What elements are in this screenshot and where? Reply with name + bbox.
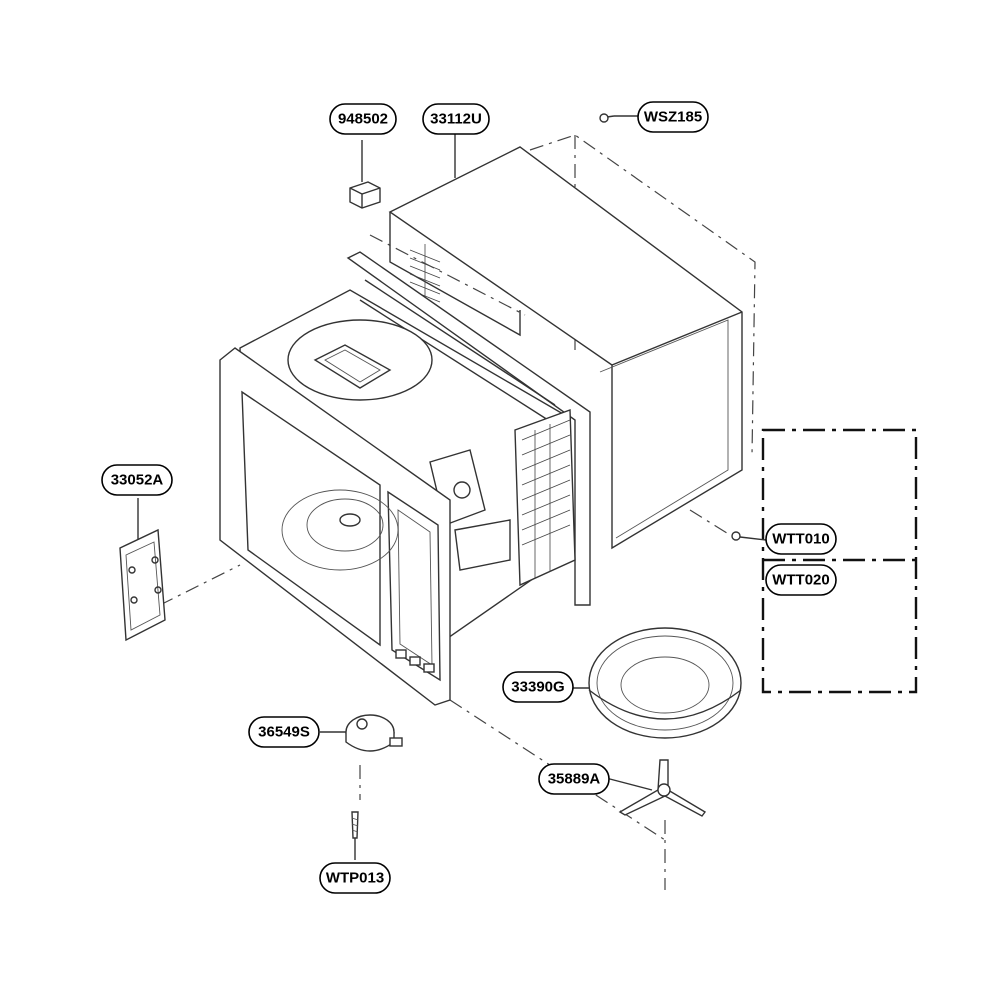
outer-cabinet	[388, 146, 743, 550]
part-WSZ185-screw	[599, 113, 638, 123]
label-WTT020: WTT020	[765, 564, 837, 596]
label-WTT020-text: WTT020	[772, 572, 830, 589]
part-35889A-roller	[605, 759, 707, 817]
part-33390G-glass-tray	[572, 627, 742, 739]
cavity-turntable-ring	[281, 489, 399, 571]
part-36549S-motor	[320, 714, 403, 752]
label-33052A: 33052A	[101, 464, 173, 496]
waveguide-cover	[287, 319, 433, 401]
label-33112U-text: 33112U	[430, 111, 482, 128]
label-33390G-text: 33390G	[511, 679, 564, 696]
side-vent-grill	[514, 409, 576, 587]
label-33052A-text: 33052A	[111, 472, 164, 489]
part-WTT010-screw	[731, 531, 767, 541]
label-WSZ185-text: WSZ185	[644, 109, 702, 126]
part-948502-block	[349, 140, 381, 209]
label-36549S: 36549S	[248, 716, 320, 748]
part-WTP013-screw	[351, 811, 359, 860]
cabinet-vent-grill	[409, 244, 441, 303]
label-35889A-text: 35889A	[548, 771, 601, 788]
label-948502: 948502	[329, 103, 397, 135]
cabinet-parts-box	[761, 428, 918, 694]
label-WSZ185: WSZ185	[637, 101, 709, 133]
label-WTP013: WTP013	[319, 862, 391, 894]
label-948502-text: 948502	[338, 111, 388, 128]
label-35889A: 35889A	[538, 763, 610, 795]
label-36549S-text: 36549S	[258, 724, 310, 741]
label-WTT010-text: WTT010	[772, 531, 830, 548]
front-frame	[219, 347, 451, 706]
label-WTT010: WTT010	[765, 523, 837, 555]
label-WTP013-text: WTP013	[326, 870, 384, 887]
label-33112U: 33112U	[422, 103, 490, 135]
part-33052A-panel	[119, 498, 166, 642]
label-33390G: 33390G	[502, 671, 574, 703]
